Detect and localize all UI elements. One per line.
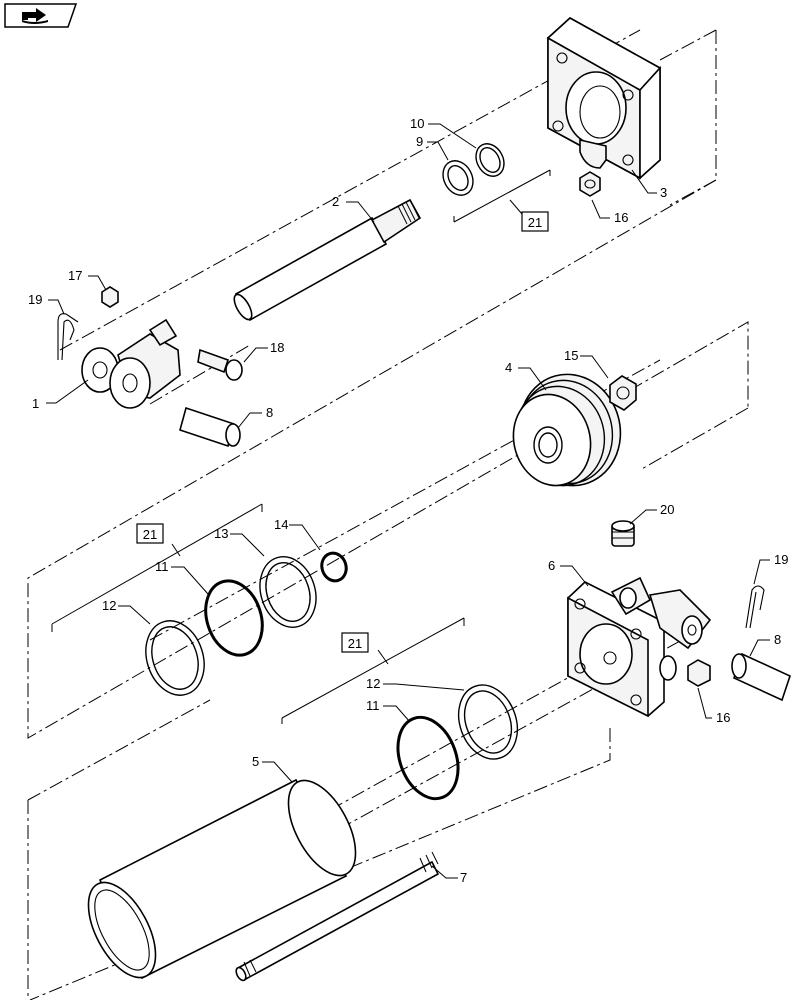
kit-bracket-right xyxy=(281,617,465,724)
label-part-3: 3 xyxy=(660,185,667,200)
kit-callout-top: 21 xyxy=(521,211,549,232)
ring-set-left xyxy=(145,551,348,696)
kit-bracket-top xyxy=(453,169,551,223)
label-part-14: 14 xyxy=(274,517,288,532)
label-part-6: 6 xyxy=(548,558,555,573)
pin-part-left xyxy=(179,406,241,448)
label-part-11-left: 11 xyxy=(155,559,169,574)
ring-set-right xyxy=(396,684,519,801)
label-part-16-top: 16 xyxy=(614,210,628,225)
label-part-12-right: 12 xyxy=(366,676,380,691)
screw-part xyxy=(197,348,243,381)
label-part-18: 18 xyxy=(270,340,284,355)
kit-callout-left: 21 xyxy=(136,523,164,544)
label-part-10: 10 xyxy=(410,116,424,131)
barrel-part xyxy=(87,778,357,980)
kit-label: 21 xyxy=(348,636,362,651)
end-cap-part xyxy=(546,17,662,180)
label-part-11-right: 11 xyxy=(366,698,380,713)
label-part-1: 1 xyxy=(32,396,39,411)
label-part-8-left: 8 xyxy=(266,405,273,420)
seal-rings xyxy=(442,143,505,196)
label-part-20: 20 xyxy=(660,502,674,517)
label-part-2: 2 xyxy=(332,194,339,209)
label-part-5: 5 xyxy=(252,754,259,769)
clevis-part xyxy=(81,318,181,409)
nut-part-lower xyxy=(687,659,711,687)
small-nut-part xyxy=(101,286,119,308)
nut-part-top xyxy=(579,171,601,197)
label-part-17: 17 xyxy=(68,268,82,283)
set-screw-part xyxy=(611,520,635,547)
book-arrow-icon xyxy=(4,3,78,28)
label-part-15: 15 xyxy=(564,348,578,363)
part-number-labels: 1 2 3 4 5 6 7 8 8 9 10 11 11 12 12 13 14… xyxy=(28,116,788,885)
kit-label: 21 xyxy=(528,215,542,230)
hairpin-part-left xyxy=(57,313,79,361)
label-part-16-lower: 16 xyxy=(716,710,730,725)
label-part-13: 13 xyxy=(214,526,228,541)
kit-bracket-left xyxy=(51,503,263,632)
rod-part xyxy=(233,198,422,322)
label-part-12-left: 12 xyxy=(102,598,116,613)
label-part-8-right: 8 xyxy=(774,632,781,647)
tie-rod-part xyxy=(235,851,440,982)
pin-part-right xyxy=(731,652,791,702)
piston-nut-part xyxy=(609,375,637,411)
piston-part xyxy=(512,373,622,487)
kit-label: 21 xyxy=(143,527,157,542)
kit-callout-right: 21 xyxy=(341,632,369,653)
label-part-19-left: 19 xyxy=(28,292,42,307)
base-end-part xyxy=(567,576,712,718)
label-part-7: 7 xyxy=(460,870,467,885)
leader-lines xyxy=(46,123,770,879)
label-part-4: 4 xyxy=(505,360,512,375)
label-part-9: 9 xyxy=(416,134,423,149)
hairpin-part-right xyxy=(745,585,765,629)
label-part-19-right: 19 xyxy=(774,552,788,567)
